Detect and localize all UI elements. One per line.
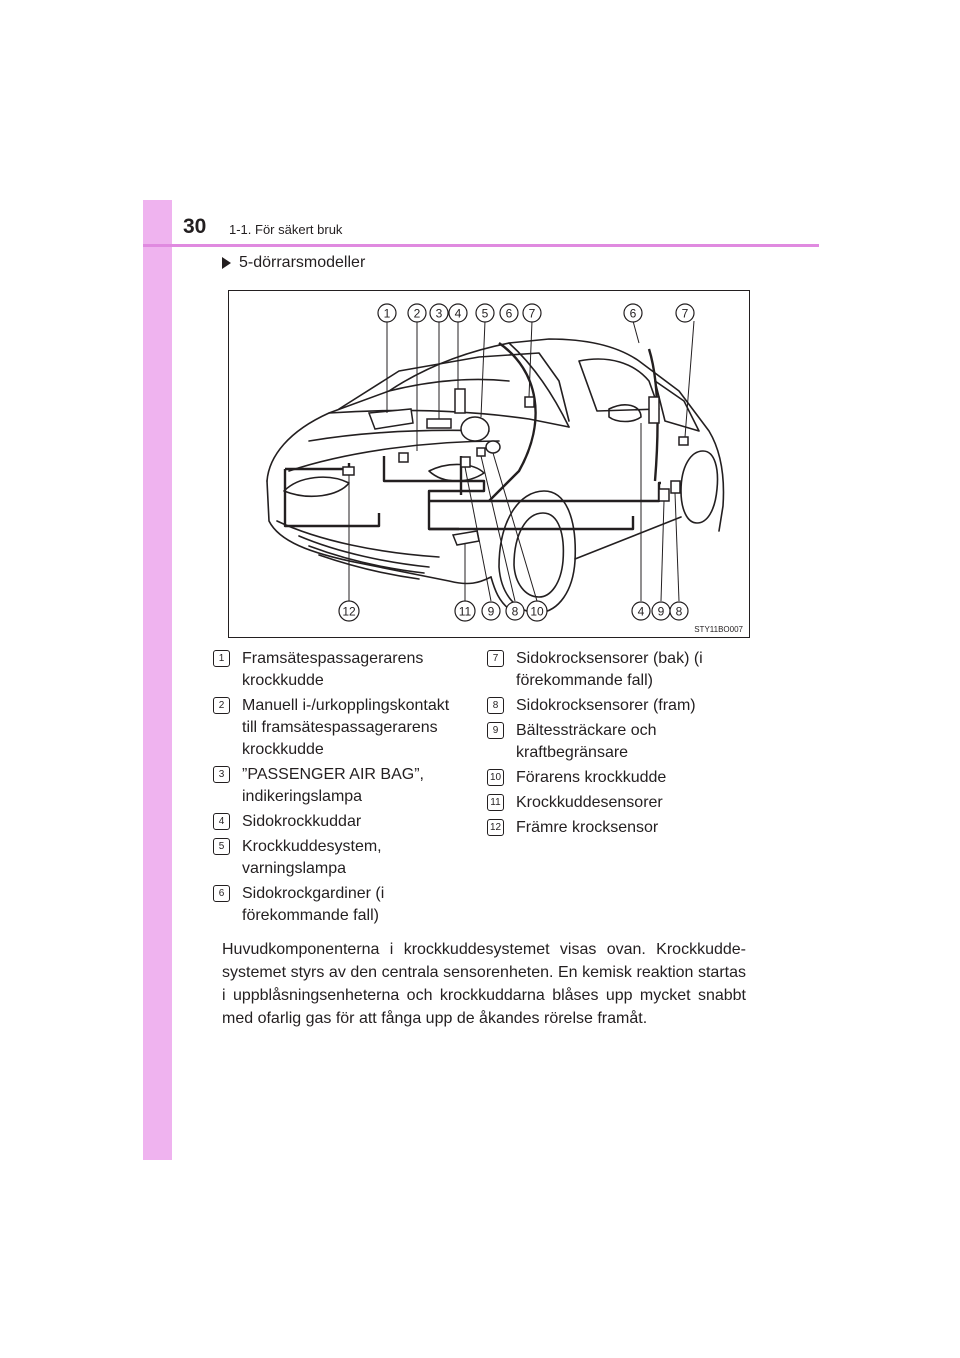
legend-number-badge: 6 — [213, 885, 230, 902]
car-illustration: 1 2 3 4 5 6 7 6 7 12 11 9 8 10 4 9 8 — [266, 303, 725, 622]
legend-number-badge: 10 — [487, 769, 504, 786]
legend-item: 9 Bältessträckare och kraftbegränsare — [486, 720, 756, 764]
callout-bottom-0: 12 — [342, 605, 356, 619]
legend-number-badge: 4 — [213, 813, 230, 830]
callout-top-4: 5 — [482, 307, 489, 321]
figure-code: STY11BO007 — [694, 625, 743, 634]
legend-number-badge: 9 — [487, 722, 504, 739]
callout-bottom-5: 4 — [638, 605, 645, 619]
legend-number-badge: 8 — [487, 697, 504, 714]
legend-text: Förarens krockkudde — [516, 769, 667, 786]
callout-bottom-7: 8 — [676, 605, 683, 619]
legend-number-badge: 7 — [487, 650, 504, 667]
callout-top-0: 1 — [384, 307, 391, 321]
section-title: 1-1. För säkert bruk — [229, 222, 343, 237]
callout-top-7: 6 — [630, 307, 637, 321]
legend-item: 3 ”PASSENGER AIR BAG”, indikeringslampa — [212, 764, 462, 808]
callout-top-8: 7 — [682, 307, 689, 321]
page-number: 30 — [183, 215, 207, 238]
legend-item: 12 Främre krocksensor — [486, 817, 756, 839]
legend-item: 2 Manuell i-/urkopplingskontakt till fram… — [212, 695, 462, 761]
legend-text: Sidokrocksensorer (bak) (i förekommande … — [516, 650, 703, 689]
triangle-bullet-icon — [222, 257, 231, 269]
legend-text: Sidokrockkuddar — [242, 813, 362, 830]
legend-text: ”PASSENGER AIR BAG”, indikeringslampa — [242, 766, 424, 805]
legend-number-badge: 3 — [213, 766, 230, 783]
callout-top-6: 7 — [529, 307, 536, 321]
legend-number-badge: 2 — [213, 697, 230, 714]
header-rule — [143, 244, 819, 247]
callout-top-3: 4 — [455, 307, 462, 321]
legend-item: 5 Krockkuddesystem, varningslampa — [212, 836, 462, 880]
legend-column-left: 1 Framsätespassagerarens krockkudde 2 Manu… — [212, 648, 462, 930]
legend-number-badge: 1 — [213, 650, 230, 667]
legend-item: 8 Sidokrocksensorer (fram) — [486, 695, 756, 717]
legend-item: 7 Sidokrocksensorer (bak) (i förekommande… — [486, 648, 756, 692]
callout-bottom-2: 9 — [488, 605, 495, 619]
legend-item: 10 Förarens krockkudde — [486, 767, 756, 789]
legend-number-badge: 5 — [213, 838, 230, 855]
legend-item: 6 Sidokrockgardiner (i förekommande fall) — [212, 883, 462, 927]
legend-column-right: 7 Sidokrocksensorer (bak) (i förekommande… — [486, 648, 756, 842]
legend-text: Manuell i-/urkopplingskontakt till frams… — [242, 697, 450, 758]
legend-item: 1 Framsätespassagerarens krockkudde — [212, 648, 462, 692]
body-paragraph: Huvudkomponenterna i krockkuddesystemet … — [222, 941, 746, 1027]
legend-item: 11 Krockkuddesensorer — [486, 792, 756, 814]
airbag-diagram: 1 2 3 4 5 6 7 6 7 12 11 9 8 10 4 9 8 STY… — [228, 290, 750, 638]
chapter-side-tab — [143, 200, 172, 1160]
callout-bottom-6: 9 — [658, 605, 665, 619]
legend-text: Framsätespassagerarens krockkudde — [242, 650, 424, 689]
subheading-text: 5-dörrarsmodeller — [239, 254, 366, 271]
callout-bottom-4: 10 — [530, 605, 544, 619]
subheading: 5-dörrarsmodeller — [222, 254, 365, 272]
legend-text: Främre krocksensor — [516, 819, 659, 836]
legend-text: Bältessträckare och kraftbegränsare — [516, 722, 657, 761]
callout-bottom-3: 8 — [512, 605, 519, 619]
legend-text: Sidokrocksensorer (fram) — [516, 697, 696, 714]
callout-top-1: 2 — [414, 307, 421, 321]
callout-top-2: 3 — [436, 307, 443, 321]
legend-number-badge: 12 — [487, 819, 504, 836]
legend-number-badge: 11 — [487, 794, 504, 811]
callout-bottom-1: 11 — [459, 605, 472, 619]
legend-text: Sidokrockgardiner (i förekommande fall) — [242, 885, 385, 924]
callout-top-5: 6 — [506, 307, 513, 321]
legend-item: 4 Sidokrockkuddar — [212, 811, 462, 833]
legend-text: Krockkuddesystem, varningslampa — [242, 838, 382, 877]
legend-text: Krockkuddesensorer — [516, 794, 663, 811]
